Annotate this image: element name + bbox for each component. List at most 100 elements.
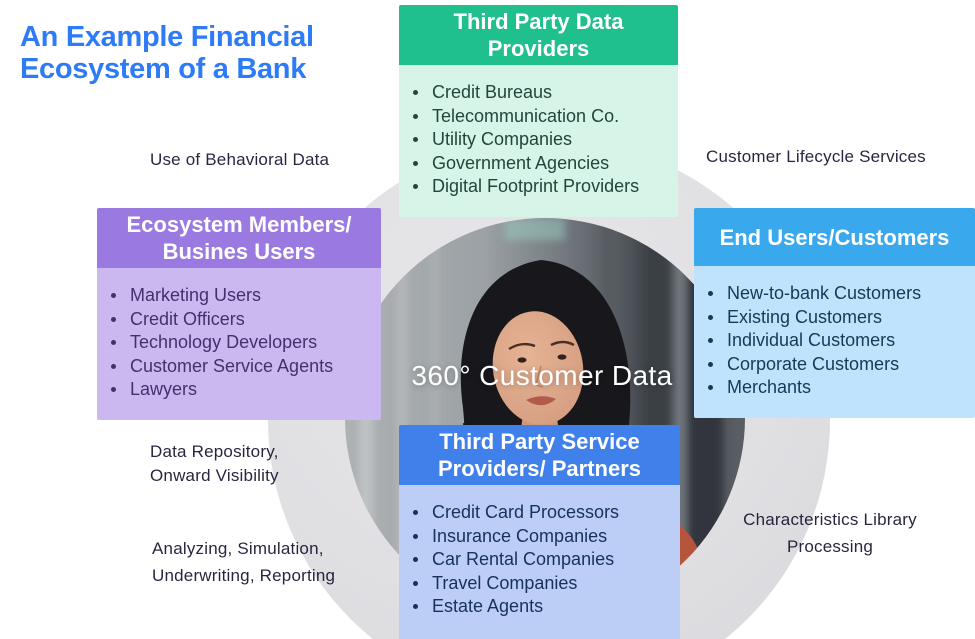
face xyxy=(492,311,584,425)
eye-right xyxy=(557,354,567,360)
header-line: End Users/Customers xyxy=(719,224,950,250)
nose xyxy=(535,365,544,388)
third-party-service-providers-header: Third Party Service Providers/ Partners xyxy=(399,425,680,485)
list-item-label: Telecommunication Co. xyxy=(432,105,620,126)
bullet-icon xyxy=(708,314,713,320)
bullet-icon xyxy=(708,291,713,296)
bullet-icon xyxy=(413,604,418,609)
bullet-icon xyxy=(413,90,418,95)
list-item-label: Credit Card Processors xyxy=(432,502,620,522)
bullet-icon xyxy=(413,533,418,539)
annotation-top-left: Use of Behavioral Data xyxy=(150,146,329,173)
annotation-mid-left: Data Repository, Onward Visibility xyxy=(150,440,279,488)
annotation-text: Analyzing, Simulation, xyxy=(152,539,324,558)
annotation-top-right: Customer Lifecycle Services xyxy=(706,143,926,170)
annotation-text: Data Repository, xyxy=(150,442,279,461)
list-item-label: Existing Customers xyxy=(727,306,883,327)
list-item: Existing Customers xyxy=(708,306,967,330)
ecosystem-members-header: Ecosystem Members/ Busines Users xyxy=(97,208,381,268)
page-title: An Example Financial Ecosystem of a Bank xyxy=(20,21,314,85)
list-item: Credit Bureaus xyxy=(413,81,670,105)
bullet-icon xyxy=(708,385,713,390)
ecosystem-members-box: Ecosystem Members/ Busines Users Marketi… xyxy=(97,208,381,420)
list-item: New-to-bank Customers xyxy=(708,282,967,306)
list-item-label: Government Agencies xyxy=(432,152,610,173)
list-item: Car Rental Companies xyxy=(413,548,672,572)
list-item-label: Marketing Users xyxy=(130,285,262,305)
header-line: Third Party Data xyxy=(453,9,624,34)
list-item: Estate Agents xyxy=(413,595,672,619)
list-item: Technology Developers xyxy=(111,331,373,355)
annotation-bottom-left: Analyzing, Simulation, Underwriting, Rep… xyxy=(152,535,335,589)
annotation-text: Processing xyxy=(786,537,874,556)
list-item-label: Individual Customers xyxy=(727,330,896,350)
annotation-text: Underwriting, Reporting xyxy=(152,566,336,585)
list-item: Lawyers xyxy=(111,378,373,402)
header-line: Busines Users xyxy=(162,239,316,264)
list-item-label: Technology Developers xyxy=(130,332,318,352)
list-item: Merchants xyxy=(708,376,967,400)
header-line: Providers/ Partners xyxy=(438,456,641,481)
header-line: Providers xyxy=(487,36,590,61)
list-item: Marketing Users xyxy=(111,284,373,308)
lips xyxy=(526,396,556,406)
third-party-data-providers-box: Third Party Data Providers Credit Bureau… xyxy=(399,5,678,217)
list-item-label: Utility Companies xyxy=(432,129,573,149)
list-item: Corporate Customers xyxy=(708,353,967,377)
annotation-bottom-right: Characteristics Library Processing xyxy=(722,506,938,560)
annotation-text: Use of Behavioral Data xyxy=(150,150,330,169)
list-item: Utility Companies xyxy=(413,128,670,152)
eye-left xyxy=(517,357,527,363)
header-line: Third Party Service xyxy=(439,429,640,454)
bullet-icon xyxy=(413,160,418,166)
bullet-icon xyxy=(708,361,713,367)
annotation-text: Characteristics Library xyxy=(743,510,917,529)
eyebrow-right xyxy=(550,340,575,347)
annotation-text: Onward Visibility xyxy=(150,466,279,485)
bullet-icon xyxy=(111,340,116,345)
list-item-label: New-to-bank Customers xyxy=(727,283,922,303)
third-party-service-providers-box: Third Party Service Providers/ Partners … xyxy=(399,425,680,639)
bullet-icon xyxy=(413,137,418,142)
annotation-text: Customer Lifecycle Services xyxy=(706,147,926,166)
list-item-label: Insurance Companies xyxy=(432,525,608,546)
eyebrow-left xyxy=(508,342,536,351)
bullet-icon xyxy=(413,184,418,189)
list-item-label: Estate Agents xyxy=(432,596,544,616)
header-line: Ecosystem Members/ xyxy=(126,212,352,237)
bullet-icon xyxy=(111,293,116,298)
bullet-icon xyxy=(111,387,116,392)
list-item: Insurance Companies xyxy=(413,525,672,549)
list-item: Travel Companies xyxy=(413,572,672,596)
list-item-label: Corporate Customers xyxy=(727,353,900,374)
list-item: Customer Service Agents xyxy=(111,355,373,379)
list-item-label: Merchants xyxy=(727,377,812,397)
list-item-label: Customer Service Agents xyxy=(130,355,334,376)
bullet-icon xyxy=(413,557,418,562)
list-item-label: Car Rental Companies xyxy=(432,549,615,569)
list-item: Individual Customers xyxy=(708,329,967,353)
end-users-customers-box: End Users/Customers New-to-bank Customer… xyxy=(694,208,975,418)
list-item-label: Credit Officers xyxy=(130,308,245,329)
list-item: Credit Officers xyxy=(111,308,373,332)
page-title-line1: An Example Financial xyxy=(20,21,314,53)
list-item-label: Credit Bureaus xyxy=(432,82,553,102)
center-label: 360° Customer Data xyxy=(411,360,673,391)
page-title-line2: Ecosystem of a Bank xyxy=(20,53,307,85)
list-item-label: Lawyers xyxy=(130,379,198,399)
bullet-icon xyxy=(708,338,713,343)
third-party-data-providers-header: Third Party Data Providers xyxy=(399,5,678,65)
end-users-customers-header: End Users/Customers xyxy=(694,208,975,266)
list-item: Digital Footprint Providers xyxy=(413,175,670,199)
list-item-label: Travel Companies xyxy=(432,572,578,593)
bullet-icon xyxy=(111,316,116,322)
bullet-icon xyxy=(413,510,418,515)
list-item-label: Digital Footprint Providers xyxy=(432,176,640,196)
bullet-icon xyxy=(413,113,418,119)
list-item: Telecommunication Co. xyxy=(413,105,670,129)
